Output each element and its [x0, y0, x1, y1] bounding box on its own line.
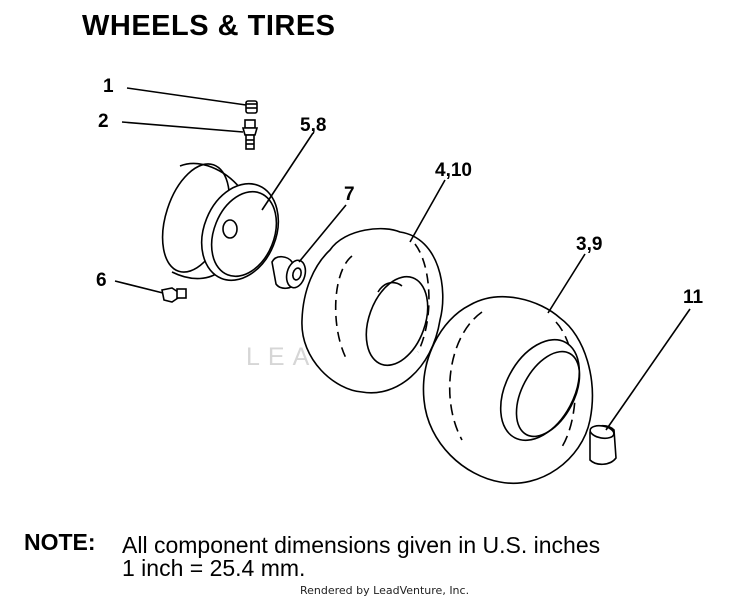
part-bushing[interactable] [271, 255, 308, 290]
callout-6[interactable]: 6 [96, 270, 107, 291]
rendered-by-credit: Rendered by LeadVenture, Inc. [300, 584, 470, 597]
page-title: WHEELS & TIRES [82, 10, 336, 42]
part-wheel-rim[interactable] [150, 155, 292, 291]
callout-7[interactable]: 7 [344, 184, 355, 205]
callout-1[interactable]: 1 [103, 76, 114, 97]
callout-11[interactable]: 11 [683, 287, 704, 308]
part-hub-cap[interactable] [589, 424, 617, 466]
callout-5-8[interactable]: 5,8 [300, 115, 326, 136]
part-front-tire[interactable] [301, 227, 444, 394]
part-valve-cap[interactable] [245, 100, 258, 114]
callout-4-10[interactable]: 4,10 [435, 160, 472, 181]
part-rear-tire[interactable] [422, 296, 595, 485]
part-valve-stem[interactable] [241, 119, 259, 150]
part-fitting[interactable] [161, 287, 187, 303]
leader-lines [114, 87, 691, 431]
note-text-line2: 1 inch = 25.4 mm. [122, 555, 306, 581]
note-text-line1: All component dimensions given in U.S. i… [122, 532, 601, 558]
callout-labels: 1 2 5,8 7 4,10 3,9 6 11 [96, 76, 704, 308]
callout-3-9[interactable]: 3,9 [576, 234, 602, 255]
note-label: NOTE: [24, 529, 96, 555]
callout-2[interactable]: 2 [98, 111, 109, 132]
